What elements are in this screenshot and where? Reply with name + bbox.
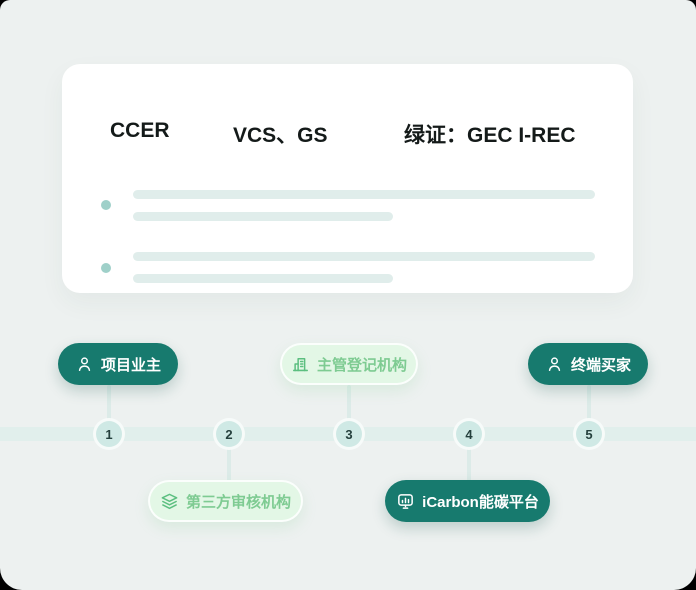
step-number-badge: 4 bbox=[456, 421, 482, 447]
bullet-dot bbox=[101, 200, 111, 210]
header-ccer: CCER bbox=[110, 119, 170, 142]
step-number-badge: 5 bbox=[576, 421, 602, 447]
header-green-cert: 绿证：GEC I-REC bbox=[404, 124, 576, 147]
pill-end-buyer: 终端买家 bbox=[528, 343, 648, 385]
skeleton-bar-short bbox=[133, 274, 393, 283]
step-number-badge: 2 bbox=[216, 421, 242, 447]
dashboard-icon bbox=[396, 492, 415, 511]
user-icon bbox=[545, 355, 564, 374]
pill-label: 主管登记机构 bbox=[316, 356, 407, 374]
header-vcs-gs: VCS、GS bbox=[233, 124, 328, 147]
step-number-badge: 1 bbox=[96, 421, 122, 447]
pill-registry-authority: 主管登记机构 bbox=[280, 343, 418, 385]
building-icon bbox=[291, 355, 310, 374]
pill-icarbon-platform: iCarbon能碳平台 bbox=[385, 480, 550, 522]
step-number-badge: 3 bbox=[336, 421, 362, 447]
skeleton-bar-long bbox=[133, 252, 595, 261]
user-icon bbox=[75, 355, 94, 374]
pill-label: 终端买家 bbox=[570, 356, 631, 374]
connector-step-1 bbox=[107, 385, 111, 429]
pill-label: 项目业主 bbox=[100, 356, 161, 374]
skeleton-bar-long bbox=[133, 190, 595, 199]
connector-step-2 bbox=[227, 439, 231, 482]
connector-step-4 bbox=[467, 439, 471, 482]
bullet-dot bbox=[101, 263, 111, 273]
skeleton-bar-short bbox=[133, 212, 393, 221]
pill-project-owner: 项目业主 bbox=[58, 343, 178, 385]
pill-label: 第三方审核机构 bbox=[185, 493, 291, 511]
certificates-card: CCER VCS、GS 绿证：GEC I-REC bbox=[62, 64, 633, 293]
connector-step-5 bbox=[587, 385, 591, 429]
layers-icon bbox=[160, 492, 179, 511]
connector-step-3 bbox=[347, 385, 351, 429]
pill-label: iCarbon能碳平台 bbox=[422, 493, 539, 511]
pill-third-party-auditor: 第三方审核机构 bbox=[148, 480, 303, 522]
